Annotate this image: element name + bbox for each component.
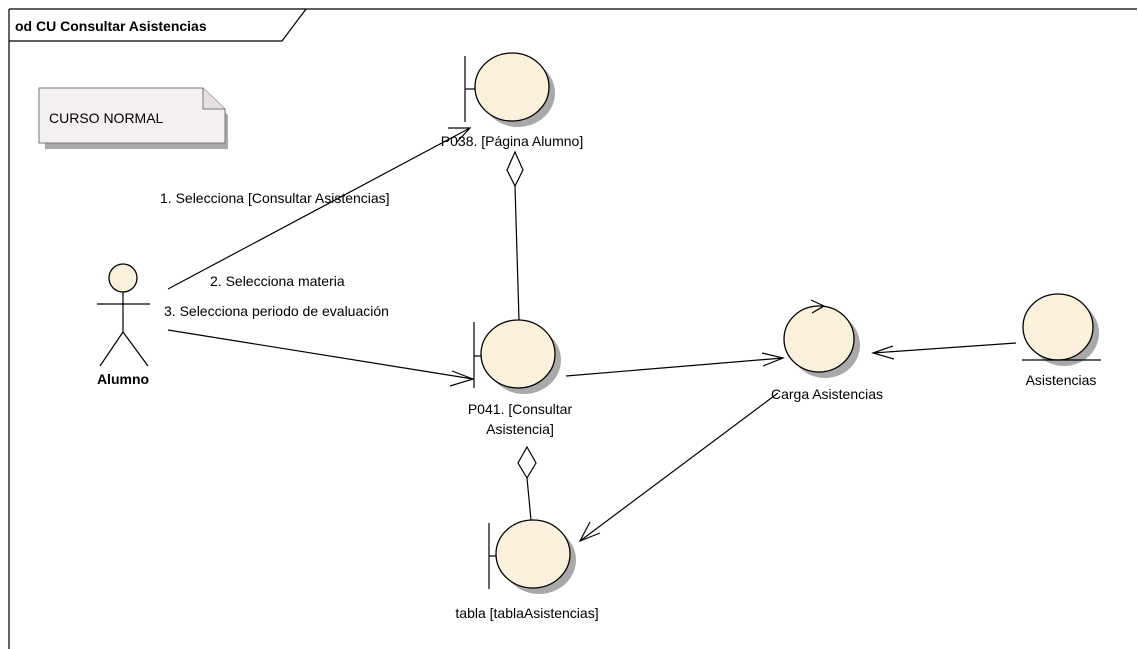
connector-entity-to-control	[871, 342, 1017, 360]
connector-control-to-tabla	[578, 392, 779, 543]
diagram-frame: od CU Consultar Asistencias	[8, 8, 1137, 649]
message-2: 2. Selecciona materia	[210, 273, 345, 289]
connector-actor-to-p038	[167, 127, 472, 290]
control-label: Carga Asistencias	[771, 386, 883, 402]
connector-p041-tabla-aggregation	[517, 445, 537, 521]
boundary-tabla[interactable]: tabla [tablaAsistencias]	[455, 519, 599, 621]
entity-asistencias[interactable]: Asistencias	[1022, 293, 1101, 388]
boundary-p038[interactable]: P038. [Página Alumno]	[441, 52, 583, 149]
actor-name: Alumno	[97, 371, 149, 387]
connector-p038-p041-aggregation	[506, 150, 524, 321]
message-3: 3. Selecciona periodo de evaluación	[164, 303, 389, 319]
boundary-p041[interactable]: P041. [Consultar Asistencia]	[468, 319, 573, 437]
p041-label-line2: Asistencia]	[486, 421, 554, 437]
connector-p041-to-control	[565, 352, 785, 377]
connector-actor-to-p041	[167, 329, 475, 387]
frame-title: od CU Consultar Asistencias	[15, 18, 207, 34]
note-text: CURSO NORMAL	[49, 110, 164, 126]
actor-alumno[interactable]: Alumno	[97, 263, 150, 387]
entity-label: Asistencias	[1026, 372, 1097, 388]
control-carga-asistencias[interactable]: Carga Asistencias	[771, 299, 883, 402]
p041-label-line1: P041. [Consultar	[468, 401, 573, 417]
p038-label: P038. [Página Alumno]	[441, 133, 583, 149]
note[interactable]: CURSO NORMAL	[38, 87, 228, 149]
tabla-label: tabla [tablaAsistencias]	[455, 605, 598, 621]
message-1: 1. Selecciona [Consultar Asistencias]	[160, 190, 390, 206]
